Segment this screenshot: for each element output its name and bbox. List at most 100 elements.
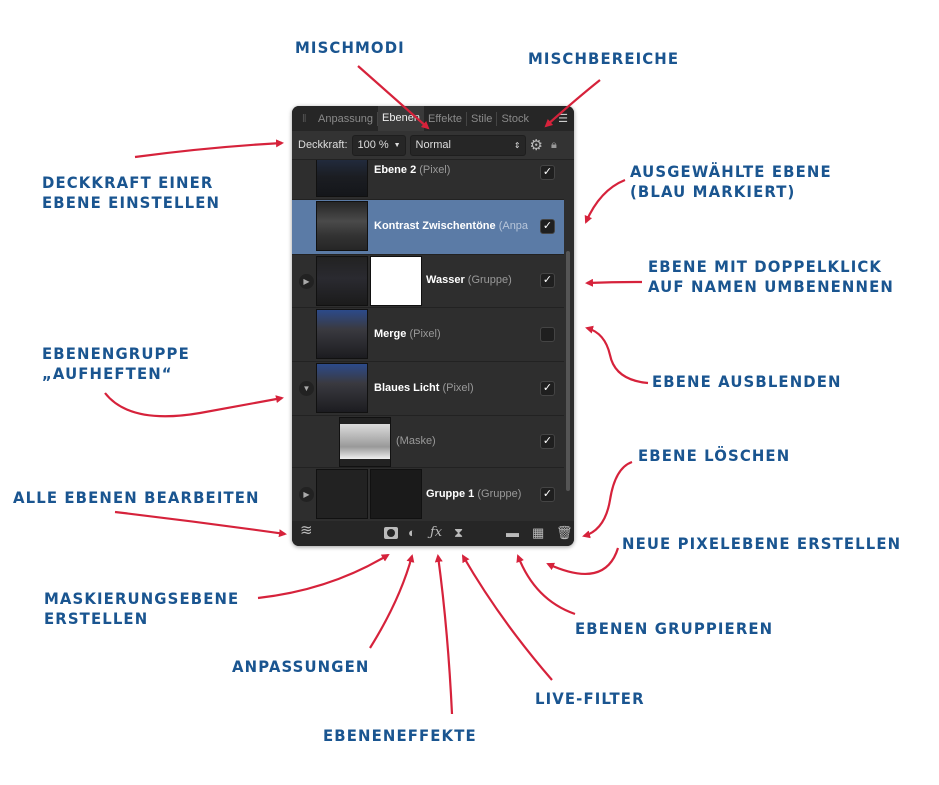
label-line: MASKIERUNGSEBENE — [44, 589, 240, 608]
mask-layer-icon[interactable] — [384, 527, 398, 539]
layers-panel: ‖ Anpassung Ebenen Effekte Stile Stock ☰… — [292, 106, 574, 546]
label-gruppieren: EBENEN GRUPPIEREN — [575, 619, 774, 638]
label-line: ERSTELLEN — [44, 609, 149, 628]
opacity-field[interactable]: 100 % ▼ — [351, 134, 406, 156]
arrow-pixelebene — [546, 547, 620, 576]
panel-menu-icon[interactable]: ☰ — [558, 113, 568, 125]
arrow-anpassungen — [369, 554, 415, 649]
label-line: (BLAU MARKIERT) — [630, 182, 796, 201]
layer-list: Ebene 2 (Pixel) ✓ Kontrast Zwischentöne … — [292, 160, 574, 520]
new-pixel-layer-icon[interactable]: ▦ — [532, 525, 545, 540]
dropdown-icon: ▼ — [393, 141, 401, 149]
mask-circle — [387, 529, 395, 537]
label-line: DECKKRAFT EINER — [42, 173, 214, 192]
mask-thumbnail — [339, 417, 391, 467]
label-mischbereiche: MISCHBEREICHE — [528, 49, 680, 68]
panel-tabs: ‖ Anpassung Ebenen Effekte Stile Stock ☰ — [292, 106, 574, 131]
visibility-checkbox[interactable]: ✓ — [540, 434, 555, 449]
visibility-checkbox[interactable]: ✓ — [540, 165, 555, 180]
layer-row[interactable]: ▼ Blaues Licht (Pixel) ✓ — [292, 362, 564, 416]
label-line: EBENE EINSTELLEN — [42, 193, 221, 212]
layer-type: (Pixel) — [409, 328, 441, 340]
blend-mode-value: Normal — [415, 138, 451, 151]
arrow-alle-ebenen — [114, 510, 287, 538]
arrow-loeschen — [582, 460, 633, 539]
expand-arrow-icon[interactable]: ▶ — [299, 274, 314, 289]
grip-icon[interactable]: ‖ — [302, 112, 307, 125]
lock-icon[interactable]: 🔒︎ — [550, 138, 557, 151]
scrollbar[interactable] — [566, 251, 570, 491]
label-line: AUSGEWÄHLTE EBENE — [630, 162, 832, 181]
layer-name[interactable]: Ebene 2 (Pixel) — [374, 164, 450, 176]
layer-name-text: Merge — [374, 328, 407, 340]
label-anpassungen: ANPASSUNGEN — [232, 657, 370, 676]
layer-type: (Gruppe) — [477, 488, 522, 500]
visibility-checkbox[interactable]: ✓ — [540, 487, 555, 502]
label-line: EBENE MIT DOPPELKLICK — [648, 257, 883, 276]
label-ausgewaehlte-ebene: AUSGEWÄHLTE EBENE(BLAU MARKIERT) — [630, 162, 832, 202]
layer-thumbnail — [316, 160, 368, 197]
opacity-label: Deckkraft: — [298, 139, 348, 151]
label-loeschen: EBENE LÖSCHEN — [638, 446, 791, 465]
tab-stock[interactable]: Stock — [501, 112, 529, 125]
visibility-checkbox-unchecked[interactable] — [540, 327, 555, 342]
layer-type: (Anpa — [498, 220, 529, 232]
label-line: EBENENGRUPPE — [42, 344, 190, 363]
arrow-live-filter — [461, 554, 553, 681]
layer-toolbar: Deckkraft: 100 % ▼ Normal ⇕ ⚙ 🔒︎ — [292, 131, 574, 160]
trash-delete-icon[interactable]: 🗑︎ — [556, 525, 573, 540]
expand-arrow-icon[interactable]: ▶ — [299, 487, 314, 502]
layer-row-selected[interactable]: Kontrast Zwischentöne (Anpa ✓ — [292, 200, 564, 255]
layer-name[interactable]: Merge (Pixel) — [374, 328, 441, 340]
live-filter-icon[interactable]: ⧗ — [454, 525, 464, 540]
collapse-arrow-icon[interactable]: ▼ — [299, 381, 314, 396]
fx-effects-icon[interactable]: ƒx — [430, 525, 443, 540]
layer-thumbnail — [316, 201, 368, 251]
layer-name[interactable]: Wasser (Gruppe) — [426, 274, 512, 286]
layer-thumbnail — [316, 256, 368, 306]
layer-row[interactable]: ▶ Gruppe 1 (Gruppe) ✓ — [292, 468, 564, 520]
opacity-value: 100 % — [357, 138, 389, 151]
mask-label[interactable]: (Maske) — [396, 435, 436, 447]
tab-anpassung[interactable]: Anpassung — [314, 111, 379, 126]
layer-name-text: Blaues Licht — [374, 382, 440, 394]
bottom-toolbar: ≋ ◐ ƒx ⧗ ▬ ▦ 🗑︎ — [292, 521, 574, 546]
layer-name[interactable]: Kontrast Zwischentöne (Anpa — [374, 220, 532, 232]
tab-effekte[interactable]: Effekte — [424, 111, 468, 126]
label-live-filter: LIVE-FILTER — [535, 689, 645, 708]
adjustments-icon[interactable]: ◐ — [408, 525, 416, 540]
mask-thumbnail — [370, 256, 422, 306]
visibility-checkbox[interactable]: ✓ — [540, 273, 555, 288]
layer-thumbnail — [316, 363, 368, 413]
tab-ebenen[interactable]: Ebenen — [378, 106, 424, 131]
label-neue-pixelebene: NEUE PIXELEBENE ERSTELLEN — [622, 534, 902, 553]
gear-icon[interactable]: ⚙ — [529, 137, 543, 154]
arrow-effekte — [434, 554, 454, 715]
arrow-aufheften — [104, 392, 284, 418]
arrow-ausblenden — [585, 325, 649, 385]
visibility-checkbox[interactable]: ✓ — [540, 219, 555, 234]
stepper-icon: ⇕ — [513, 140, 521, 150]
layer-name[interactable]: Gruppe 1 (Gruppe) — [426, 488, 521, 500]
folder-group-icon[interactable]: ▬ — [506, 525, 519, 540]
arrow-ausgewaehlt — [584, 178, 626, 224]
blend-mode-select[interactable]: Normal ⇕ — [409, 134, 526, 156]
label-ebeneneffekte: EBENENEFFEKTE — [323, 726, 477, 745]
layer-name[interactable]: Blaues Licht (Pixel) — [374, 382, 474, 394]
layer-row[interactable]: ▶ Wasser (Gruppe) ✓ — [292, 255, 564, 308]
layer-name-text: Kontrast Zwischentöne — [374, 220, 496, 232]
arrow-deckkraft — [134, 139, 284, 159]
layer-type: (Pixel) — [442, 382, 474, 394]
visibility-checkbox[interactable]: ✓ — [540, 381, 555, 396]
label-alle-ebenen: ALLE EBENEN BEARBEITEN — [13, 488, 260, 507]
label-line: „AUFHEFTEN“ — [42, 364, 173, 383]
arrow-gruppieren — [516, 554, 576, 616]
tab-stile[interactable]: Stile — [467, 111, 498, 126]
layer-type: (Gruppe) — [467, 274, 512, 286]
mask-row[interactable]: (Maske) ✓ — [292, 416, 564, 468]
layers-stack-icon[interactable]: ≋ — [300, 522, 313, 539]
layer-row[interactable]: Ebene 2 (Pixel) ✓ — [292, 160, 564, 200]
layer-row[interactable]: Merge (Pixel) — [292, 308, 564, 362]
layer-thumbnail — [316, 309, 368, 359]
